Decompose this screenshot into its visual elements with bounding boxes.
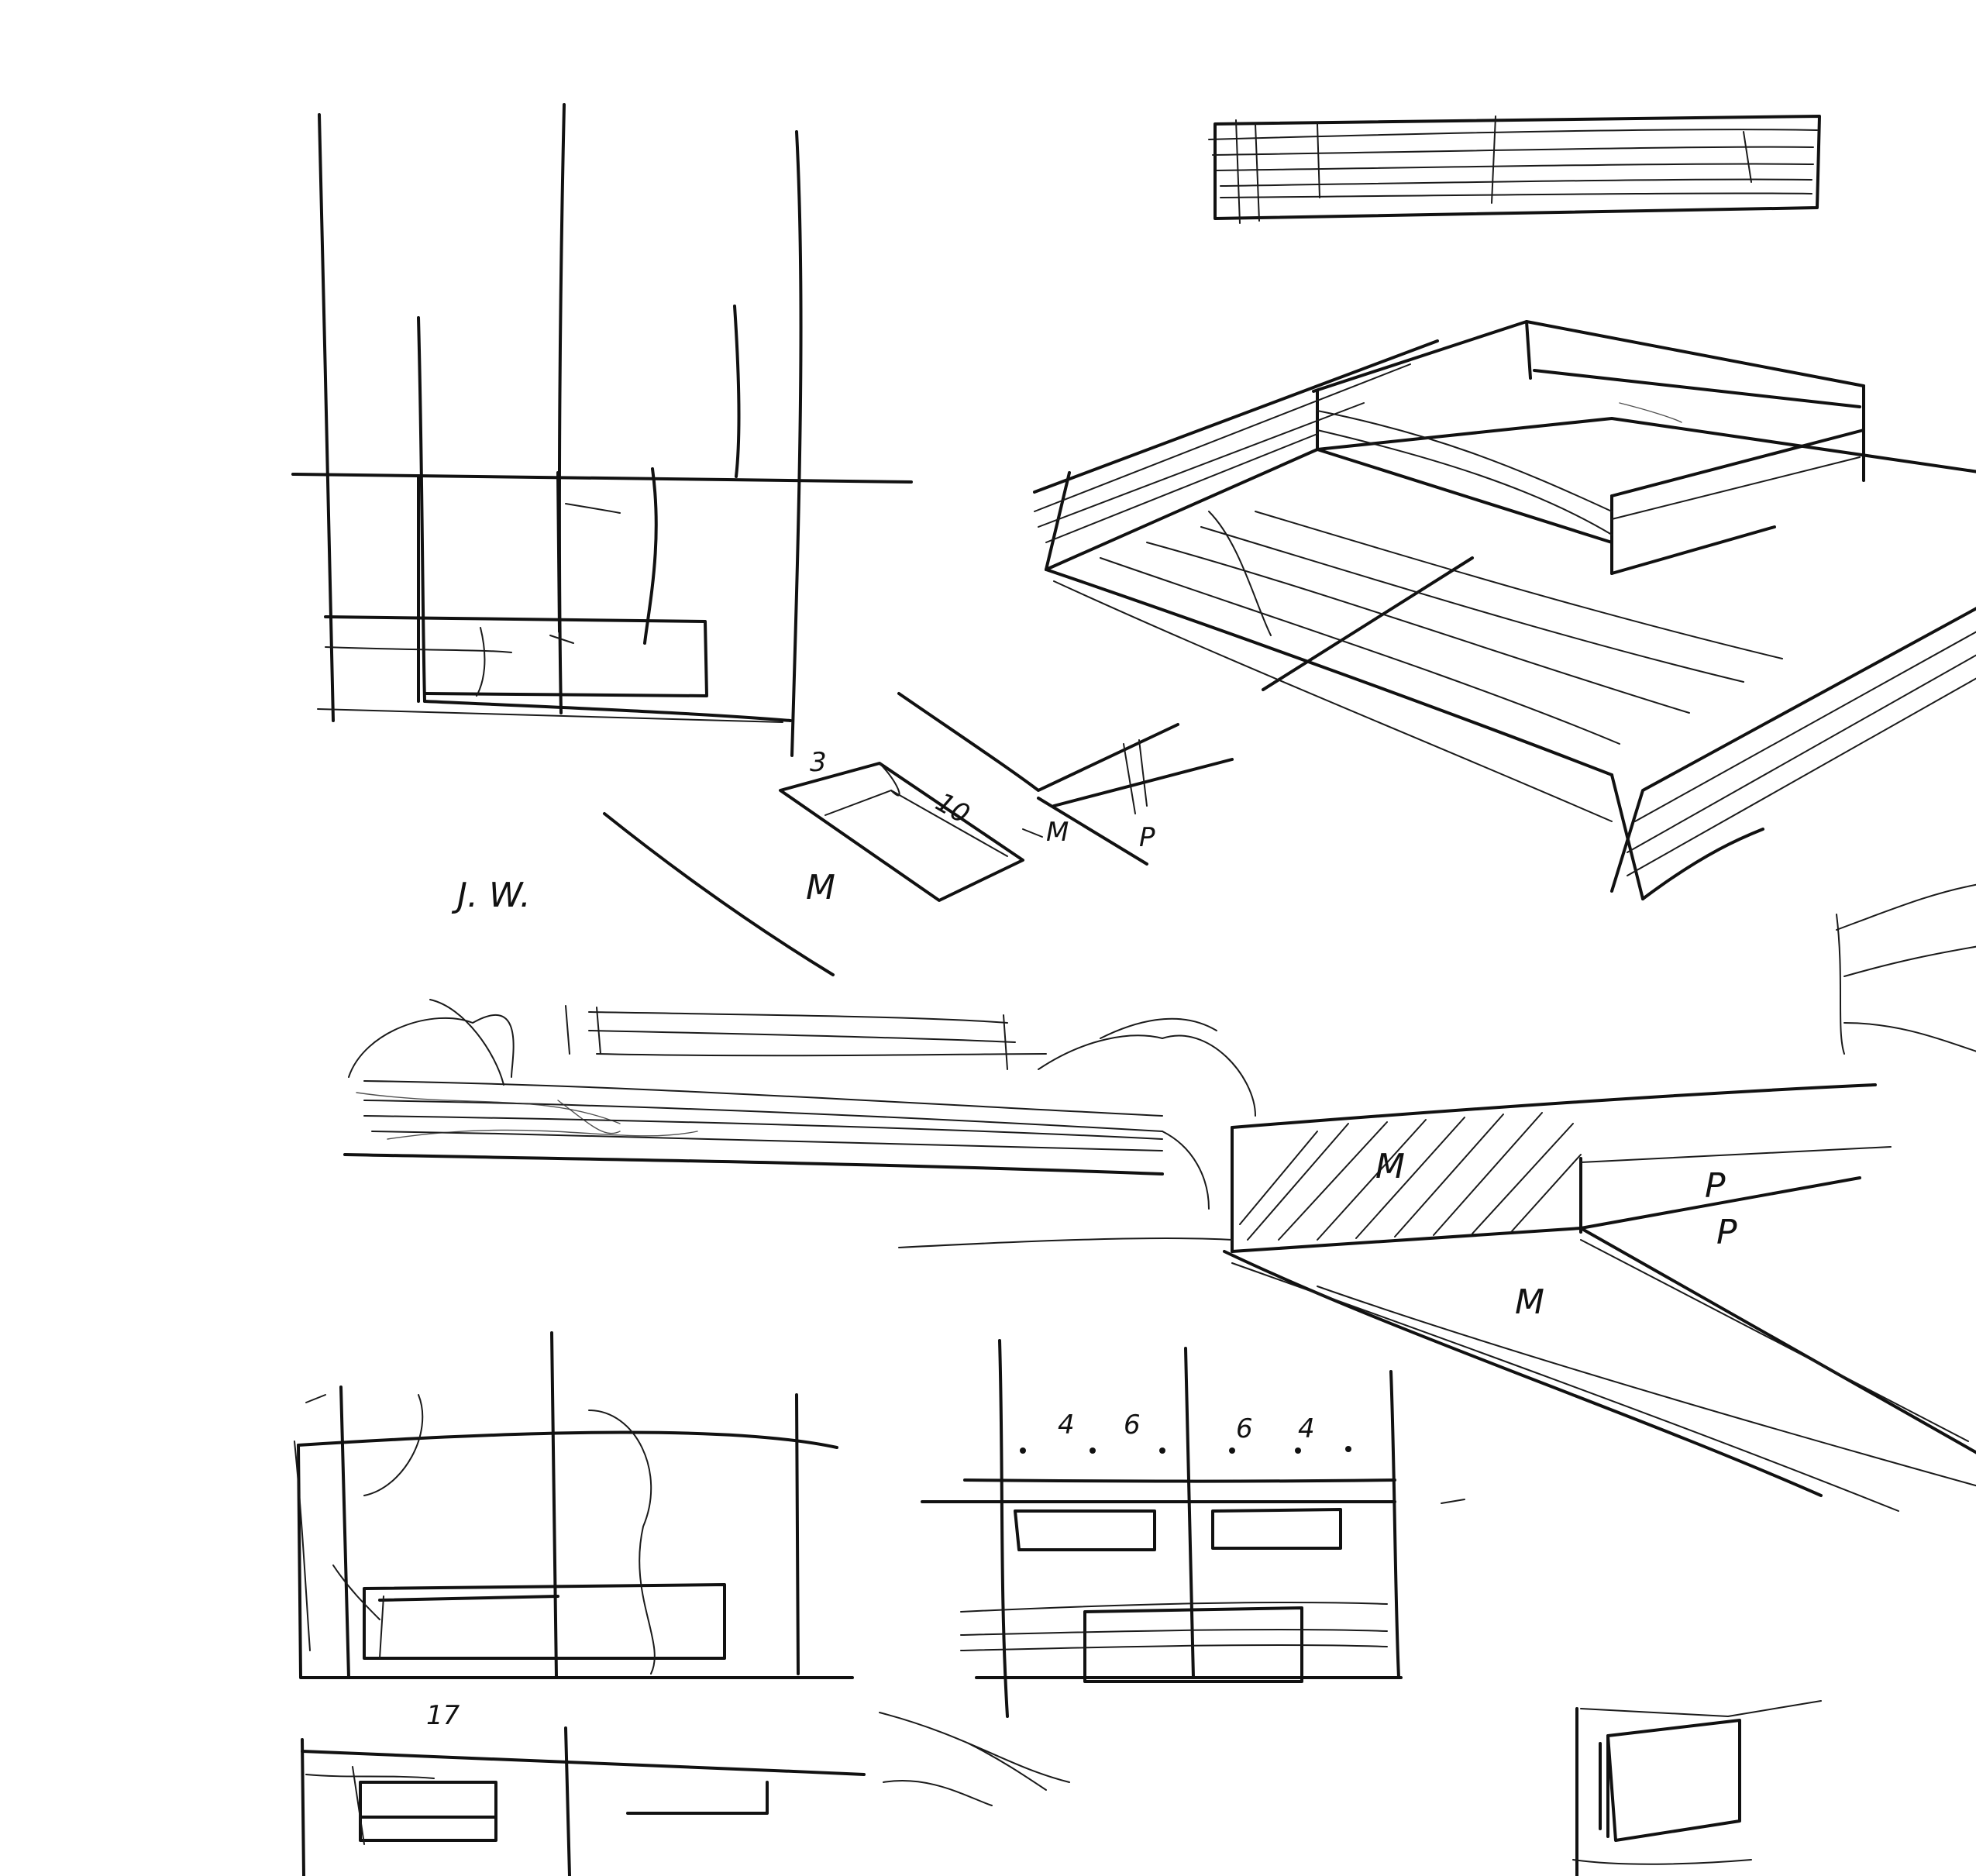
spacing-dot-6 [1345, 1446, 1351, 1452]
spacing-dot-2 [1090, 1447, 1096, 1454]
elevation-band-top-right [1208, 115, 1821, 224]
spacing-dot-4 [1229, 1447, 1235, 1454]
hatched-section-sketch: M P P M [898, 883, 1976, 1512]
axonometric-sketch-bottom-right [1572, 1700, 1822, 1876]
count-label-4a: 4 [1058, 1410, 1075, 1441]
landscape-elevation-middle [343, 999, 1256, 1176]
hatch-mark-p-one: P [1705, 1166, 1726, 1206]
mark-p-small-label: P [1139, 822, 1155, 853]
spacing-dot-1 [1020, 1447, 1026, 1454]
count-label-4b: 4 [1298, 1413, 1315, 1444]
dimension-seventeen-label: 17 [426, 1700, 460, 1731]
plan-sketch-bottom-left [294, 1331, 854, 1680]
count-label-6b: 6 [1236, 1413, 1253, 1444]
hatch-mark-m-two: M [1515, 1282, 1544, 1322]
dimension-three-label: 3 [810, 747, 827, 778]
elevation-sketch-bottom-center: 4 6 6 4 [879, 1339, 1465, 1806]
plan-sketch-top-left [291, 103, 913, 757]
mark-m-lower-label: M [806, 868, 835, 907]
mark-m-small-label: M [1046, 817, 1069, 848]
hatch-mark-p-two: P [1716, 1213, 1737, 1252]
initials-label: J. W. [451, 876, 531, 915]
spacing-dot-3 [1159, 1447, 1165, 1454]
count-label-6a: 6 [1124, 1410, 1141, 1441]
plan-strip-bottom-left: 17 [301, 1700, 866, 1876]
hatch-mark-m-one: M [1375, 1147, 1405, 1186]
axonometric-sketch-upper-right [1033, 320, 1976, 900]
ramp-detail-sketch: 3 10 M P J. W. M [451, 692, 1234, 976]
spacing-dot-5 [1295, 1447, 1301, 1454]
